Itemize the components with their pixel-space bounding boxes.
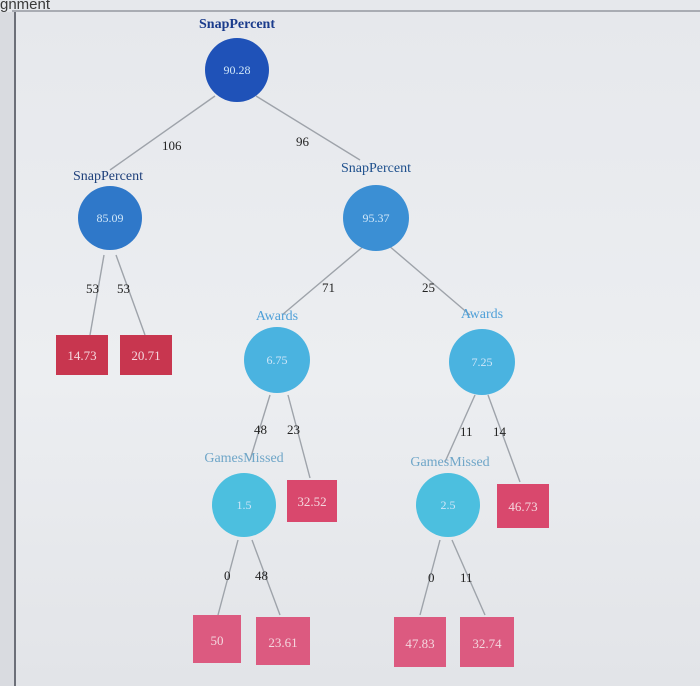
node-games-missed-right-circle — [416, 473, 480, 537]
leaf-rr-right-value: 46.73 — [508, 499, 537, 514]
node-games-missed-right-value: 2.5 — [441, 498, 456, 512]
window-frame — [0, 12, 16, 686]
edge-right-rl — [281, 244, 366, 316]
node-right-right-value: 7.25 — [472, 355, 493, 369]
node-right-right-circle — [449, 329, 515, 395]
node-left[interactable]: SnapPercent 85.09 — [73, 169, 143, 250]
leaf-left-1-box — [56, 335, 108, 375]
edge-rll-leaf1 — [217, 539, 239, 616]
leaf-rll-1-box — [193, 615, 241, 663]
edge-root-left — [109, 95, 216, 171]
node-right-left-circle — [244, 327, 310, 393]
node-root-circle — [205, 38, 269, 102]
node-games-missed-right[interactable]: GamesMissed 2.5 — [410, 455, 490, 537]
window-title-fragment: gnment — [0, 0, 51, 13]
edge-label-rrl-left: 0 — [428, 570, 435, 585]
leaf-rrl-2[interactable]: 32.74 — [460, 617, 514, 667]
leaf-rrl-1-value: 47.83 — [405, 636, 434, 651]
node-root[interactable]: SnapPercent 90.28 — [199, 17, 275, 102]
leaf-rr-right-box — [497, 484, 549, 528]
node-games-missed-left-value: 1.5 — [237, 498, 252, 512]
window-frame-top — [12, 10, 700, 12]
edge-rr-rrr — [487, 394, 521, 483]
edge-left-leaf1 — [89, 254, 105, 336]
edge-label-right-left: 71 — [322, 280, 335, 295]
node-left-feature: SnapPercent — [73, 169, 143, 184]
node-right-left-value: 6.75 — [267, 353, 288, 367]
node-right-feature: SnapPercent — [341, 161, 411, 176]
edge-label-rll-left: 0 — [224, 568, 231, 583]
edge-rl-rll — [249, 394, 271, 461]
edge-right-rr — [387, 244, 471, 316]
edge-rll-leaf2 — [251, 539, 281, 616]
edge-label-root-right: 96 — [296, 134, 310, 149]
node-right-value: 95.37 — [363, 211, 390, 225]
leaf-rll-2-value: 23.61 — [268, 635, 297, 650]
leaf-rll-2[interactable]: 23.61 — [256, 617, 310, 665]
edge-label-right-right: 25 — [422, 280, 435, 295]
edge-label-rl-right: 23 — [287, 422, 300, 437]
leaf-rll-2-box — [256, 617, 310, 665]
edge-label-rrl-right: 11 — [460, 570, 473, 585]
node-right-right-feature: Awards — [461, 307, 503, 322]
edge-label-rr-right: 14 — [493, 424, 507, 439]
edge-rrl-leaf1 — [419, 539, 441, 616]
leaf-left-2-value: 20.71 — [131, 348, 160, 363]
leaf-left-1[interactable]: 14.73 — [56, 335, 108, 375]
edge-label-left-right: 53 — [117, 281, 130, 296]
node-games-missed-right-feature: GamesMissed — [410, 455, 489, 470]
node-right-circle — [343, 185, 409, 251]
leaf-rrl-2-value: 32.74 — [472, 636, 502, 651]
leaf-rl-right-value: 32.52 — [297, 494, 326, 509]
node-games-missed-left-feature: GamesMissed — [204, 451, 283, 466]
edge-rrl-leaf2 — [451, 539, 486, 616]
node-games-missed-left-circle — [212, 473, 276, 537]
node-root-feature: SnapPercent — [199, 17, 275, 32]
leaf-rrl-1[interactable]: 47.83 — [394, 617, 446, 667]
leaf-rll-1[interactable]: 50 — [193, 615, 241, 663]
edge-rl-rlr — [287, 394, 311, 479]
edge-label-rr-left: 11 — [460, 424, 473, 439]
edge-label-rl-left: 48 — [254, 422, 267, 437]
leaf-rl-right[interactable]: 32.52 — [287, 480, 337, 522]
leaf-rl-right-box — [287, 480, 337, 522]
edge-label-left-left: 53 — [86, 281, 99, 296]
node-right-left-feature: Awards — [256, 309, 298, 324]
leaf-rr-right[interactable]: 46.73 — [497, 484, 549, 528]
edge-label-rll-right: 48 — [255, 568, 268, 583]
leaf-rrl-1-box — [394, 617, 446, 667]
node-left-value: 85.09 — [97, 211, 124, 225]
node-left-circle — [78, 186, 142, 250]
leaf-left-2[interactable]: 20.71 — [120, 335, 172, 375]
node-right[interactable]: SnapPercent 95.37 — [341, 161, 411, 251]
edge-left-leaf2 — [115, 254, 146, 336]
leaf-rll-1-value: 50 — [211, 633, 224, 648]
leaf-left-2-box — [120, 335, 172, 375]
node-right-left[interactable]: Awards 6.75 — [244, 309, 310, 393]
node-right-right[interactable]: Awards 7.25 — [449, 307, 515, 395]
node-root-value: 90.28 — [224, 63, 251, 77]
edge-root-right — [255, 95, 361, 161]
leaf-left-1-value: 14.73 — [67, 348, 96, 363]
edge-label-root-left: 106 — [162, 138, 182, 153]
leaf-rrl-2-box — [460, 617, 514, 667]
edge-rr-rrl — [444, 394, 476, 463]
tree-edges — [89, 95, 521, 616]
node-games-missed-left[interactable]: GamesMissed 1.5 — [204, 451, 284, 537]
